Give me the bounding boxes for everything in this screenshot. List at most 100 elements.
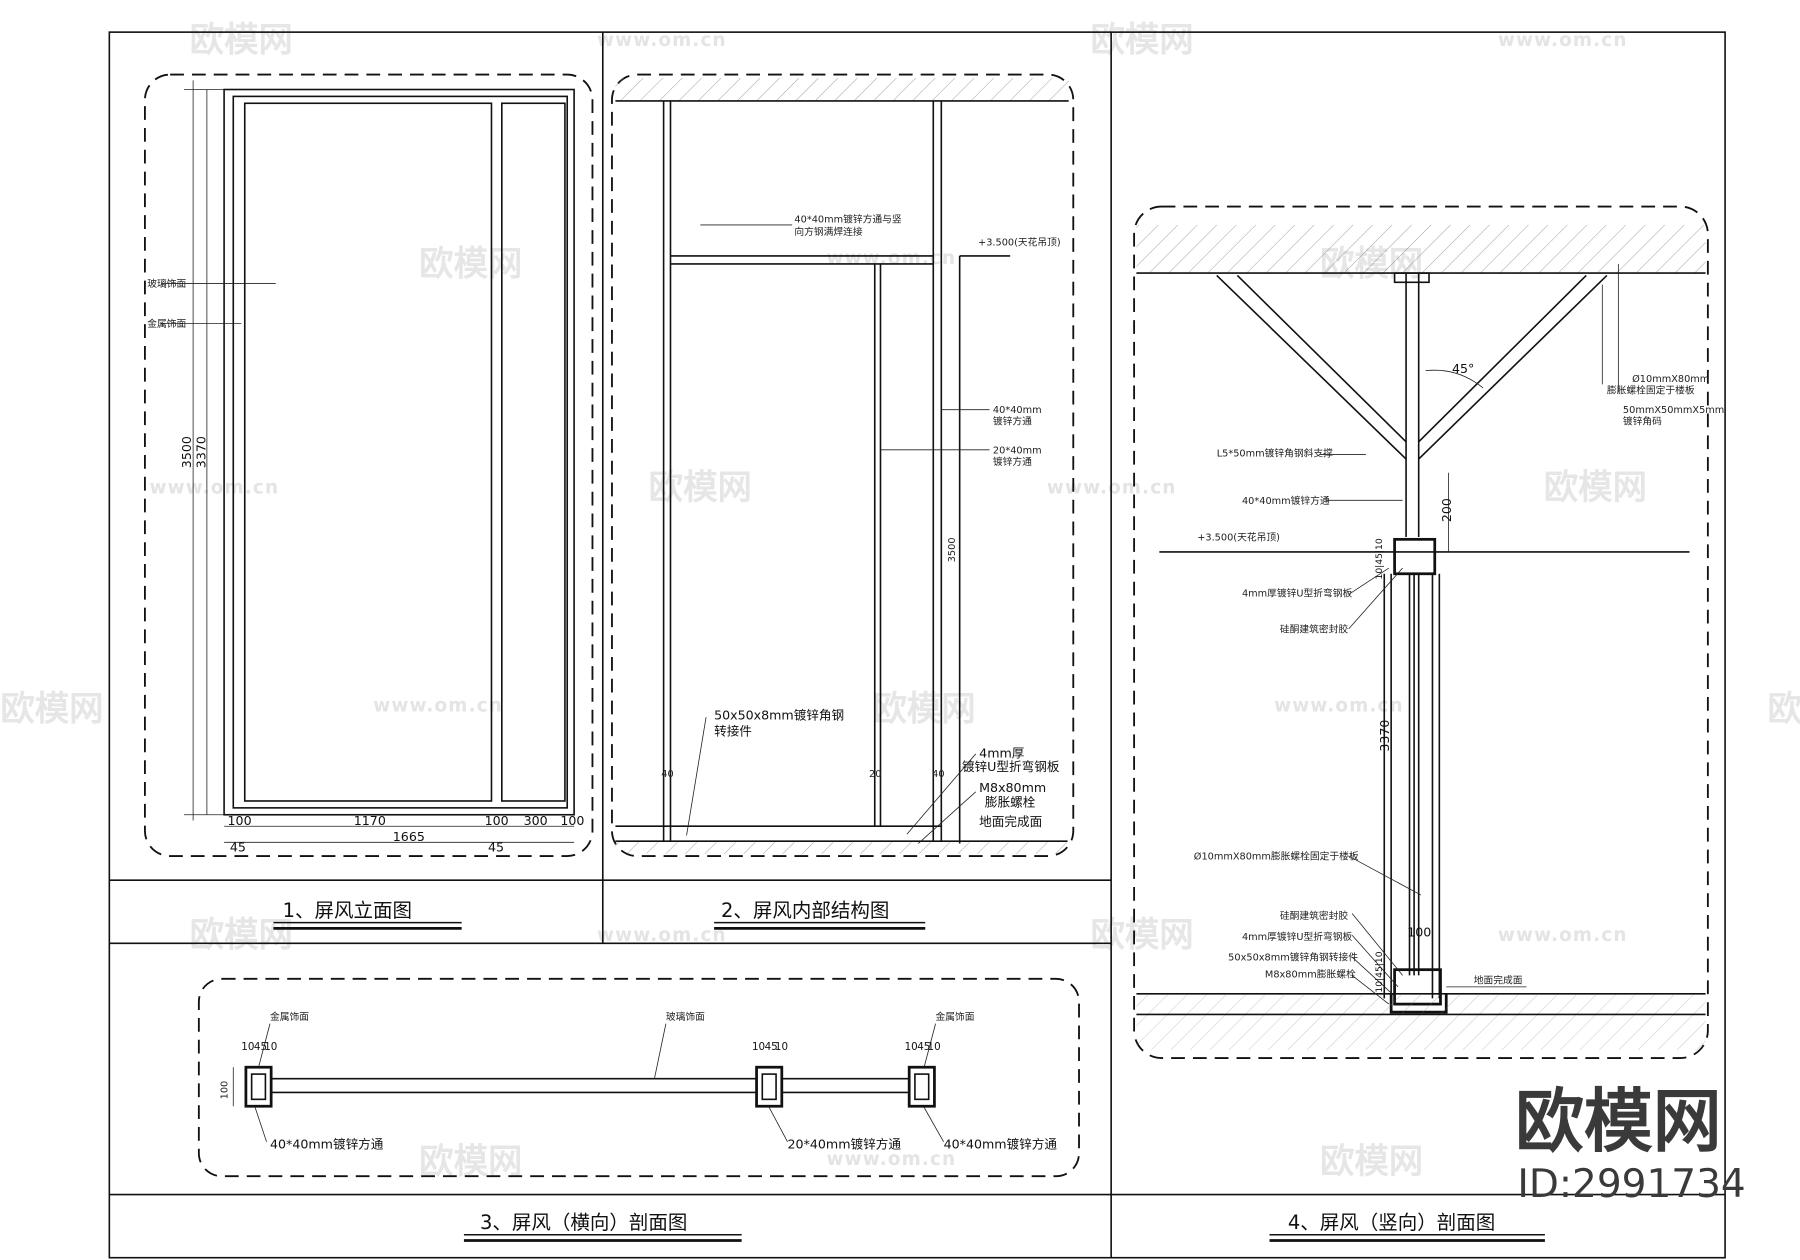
label-tube40: 镀锌方通 bbox=[993, 415, 1032, 428]
label-tube20: 20*40mm bbox=[993, 445, 1042, 456]
brand-logo-text: 欧模网 bbox=[1515, 1082, 1722, 1162]
watermark-url: www.om.cn bbox=[1498, 925, 1628, 946]
watermark-text: 欧模网 bbox=[872, 690, 975, 730]
glass-pane bbox=[243, 102, 493, 802]
watermark-url: www.om.cn bbox=[827, 1149, 957, 1170]
dim-10: 10 bbox=[775, 1041, 788, 1053]
brand-id: ID:2991734 bbox=[1517, 1162, 1745, 1207]
label-angle-steel: 50x50x8mm镀锌角钢转接件 bbox=[1228, 950, 1358, 963]
dim-10: 10 bbox=[264, 1041, 277, 1053]
label-weld: 40*40mm镀锌方通与竖 bbox=[794, 213, 901, 226]
dim-10: 10 bbox=[905, 1041, 918, 1053]
label-sealant: 硅酮建筑密封胶 bbox=[1280, 909, 1348, 922]
panel-title: 1、屏风立面图 bbox=[283, 899, 412, 922]
watermark-text: 欧模网 bbox=[419, 244, 522, 284]
label-tube20: 20*40mm镀锌方通 bbox=[788, 1137, 902, 1152]
label-metal: 金属饰面 bbox=[936, 1010, 975, 1023]
glass-pane bbox=[501, 102, 566, 802]
profile-block bbox=[755, 1065, 784, 1108]
profile-block bbox=[244, 1065, 273, 1108]
label-u-plate: 4mm厚镀锌U型折弯钢板 bbox=[1242, 930, 1353, 943]
dim-edge: 100 bbox=[228, 813, 252, 828]
label-glass: 玻璃饰面 bbox=[666, 1010, 705, 1023]
dim-45: 45 bbox=[254, 1041, 267, 1053]
watermark-text: 欧模网 bbox=[0, 690, 103, 730]
watermark-url: www.om.cn bbox=[373, 695, 503, 716]
dim-20: 20 bbox=[869, 769, 881, 780]
label-bolt-mid: Ø10mmX80mm膨胀螺栓固定于楼板 bbox=[1194, 850, 1359, 863]
dim-10: 10 bbox=[752, 1041, 765, 1053]
watermark-text: 欧模网 bbox=[1090, 21, 1193, 61]
label-ceiling-level: +3.500(天花吊顶) bbox=[978, 236, 1061, 249]
label-bolt: M8x80mm bbox=[979, 780, 1046, 795]
label-tube40: 40*40mm镀锌方通 bbox=[944, 1137, 1058, 1152]
dim-gap: 45 bbox=[230, 839, 246, 854]
panel-title: 4、屏风（竖向）剖面图 bbox=[1288, 1211, 1495, 1234]
panel-title: 2、屏风内部结构图 bbox=[721, 899, 889, 922]
label-ceiling-level: +3.500(天花吊顶) bbox=[1197, 530, 1280, 543]
watermark-url: www.om.cn bbox=[1274, 695, 1404, 716]
dim-width-side: 300 bbox=[524, 813, 548, 828]
dim-gap: 45 bbox=[488, 839, 504, 854]
watermark-text: 欧模网 bbox=[419, 1142, 522, 1182]
dim-height: 3500 bbox=[947, 537, 958, 562]
panel-horizontal-section: 金属饰面 玻璃饰面 金属饰面 40*40mm镀锌方通 20*40mm镀锌方通 4… bbox=[197, 977, 1080, 1242]
label-metal: 金属饰面 bbox=[147, 317, 186, 330]
dim-angle: 45° bbox=[1452, 361, 1474, 376]
label-bolt-top: Ø10mmX80mm bbox=[1632, 373, 1709, 385]
watermark-text: 欧模网 bbox=[190, 21, 293, 61]
watermark-text: 欧模网 bbox=[1320, 1142, 1423, 1182]
label-u-plate: 镀锌U型折弯钢板 bbox=[962, 759, 1060, 774]
watermark-url: www.om.cn bbox=[597, 30, 727, 51]
label-angle-top: 镀锌角码 bbox=[1623, 415, 1662, 428]
dim-40: 40 bbox=[661, 769, 673, 780]
dim-edge: 100 bbox=[560, 813, 584, 828]
brand-watermark: 欧模网 ID:2991734 bbox=[1515, 1082, 1746, 1207]
label-floor: 地面完成面 bbox=[979, 814, 1042, 829]
watermark-url: www.om.cn bbox=[827, 248, 957, 269]
label-bolt: 膨胀螺栓 bbox=[985, 795, 1036, 810]
dim-10: 10 bbox=[928, 1041, 941, 1053]
dim-10-45-10: 10|45|10 bbox=[1374, 538, 1385, 579]
label-metal: 金属饰面 bbox=[270, 1010, 309, 1023]
dim-10: 10 bbox=[241, 1041, 254, 1053]
label-weld: 向方钢满焊连接 bbox=[794, 225, 862, 238]
label-angle-top: 50mmX50mmX5mm bbox=[1623, 405, 1724, 416]
watermark-url: www.om.cn bbox=[1498, 30, 1628, 51]
label-u-plate: 4mm厚 bbox=[979, 745, 1025, 760]
dim-height-total: 3500 bbox=[179, 436, 194, 468]
panel-internal-structure: 40*40mm镀锌方通与竖 向方钢满焊连接 +3.500(天花吊顶) 40*40… bbox=[611, 73, 1075, 930]
label-brace: L5*50mm镀锌角钢斜支撑 bbox=[1217, 447, 1333, 460]
dim-45: 45 bbox=[917, 1041, 930, 1053]
panel-vertical-section: Ø10mmX80mm 膨胀螺栓固定于楼板 50mmX50mmX5mm 镀锌角码 … bbox=[1133, 205, 1724, 1242]
dim-10-45-10: 10|45|10 bbox=[1374, 951, 1385, 992]
watermark-text: 欧模网 bbox=[649, 468, 752, 508]
dim-3370: 3370 bbox=[1377, 720, 1392, 752]
panel-title: 3、屏风（横向）剖面图 bbox=[480, 1211, 687, 1234]
label-angle-steel: 转接件 bbox=[714, 724, 752, 739]
dim-height-inner: 3370 bbox=[194, 436, 209, 468]
label-angle-steel: 50x50x8mm镀锌角钢 bbox=[714, 708, 844, 723]
watermark-text: 欧模网 bbox=[1544, 468, 1647, 508]
panel-elevation: 玻璃饰面 金属饰面 3500 3370 100 1170 100 300 100… bbox=[144, 73, 594, 930]
label-bolt-top: 膨胀螺栓固定于楼板 bbox=[1607, 384, 1695, 397]
label-u-plate: 4mm厚镀锌U型折弯钢板 bbox=[1242, 587, 1353, 600]
label-sealant: 硅酮建筑密封胶 bbox=[1280, 622, 1348, 635]
label-glass: 玻璃饰面 bbox=[147, 277, 186, 290]
watermark-text: 欧模网 bbox=[1090, 916, 1193, 956]
watermark-text: 欧模网 bbox=[1768, 690, 1800, 730]
dim-40: 40 bbox=[932, 769, 944, 780]
label-bolt: M8x80mm膨胀螺栓 bbox=[1265, 968, 1356, 981]
dim-edge: 100 bbox=[485, 813, 509, 828]
label-tube40: 40*40mm bbox=[993, 405, 1042, 416]
label-tube20: 镀锌方通 bbox=[993, 455, 1032, 468]
label-tube40: 40*40mm镀锌方通 bbox=[1242, 494, 1330, 507]
profile-block bbox=[907, 1065, 936, 1108]
dim-width-main: 1170 bbox=[354, 813, 386, 828]
dim-100: 100 bbox=[1407, 924, 1431, 939]
sheet-frame bbox=[108, 31, 1726, 1259]
watermark-url: www.om.cn bbox=[597, 925, 727, 946]
dim-100: 100 bbox=[220, 1081, 231, 1100]
dim-45: 45 bbox=[765, 1041, 778, 1053]
